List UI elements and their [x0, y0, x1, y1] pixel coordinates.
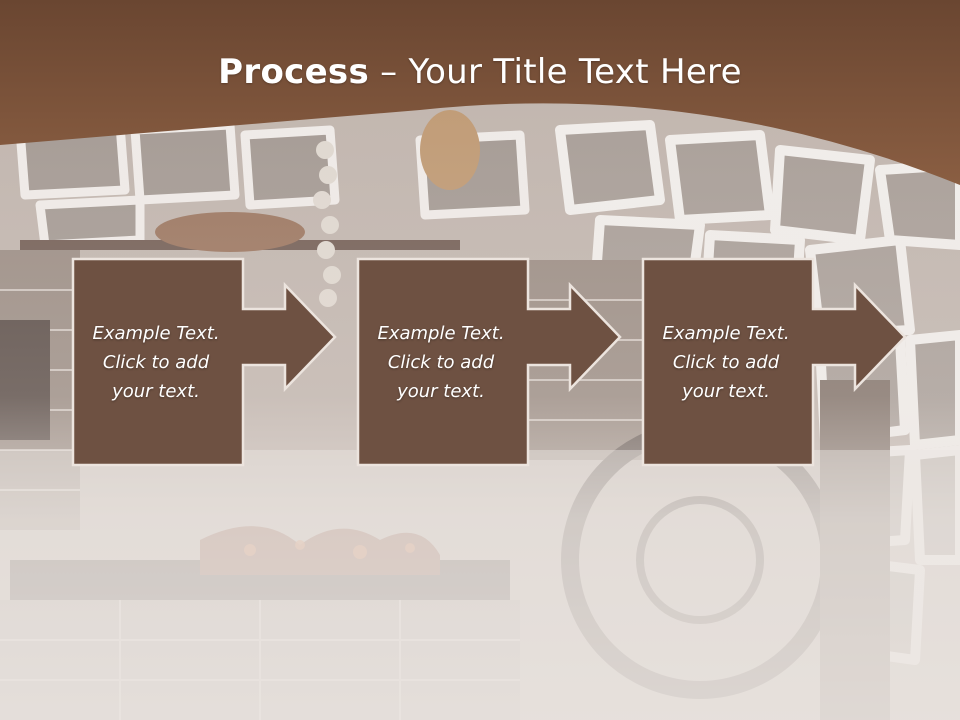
process-arrow-shape [641, 257, 907, 467]
process-step-1[interactable]: Example Text. Click to add your text. [71, 257, 411, 467]
step-text-box[interactable]: Example Text. Click to add your text. [71, 257, 241, 467]
process-arrow-shape [71, 257, 337, 467]
step-text-box[interactable]: Example Text. Click to add your text. [641, 257, 811, 467]
process-step-3[interactable]: Example Text. Click to add your text. [641, 257, 960, 467]
title-rest: – Your Title Text Here [369, 52, 742, 92]
slide-title[interactable]: Process – Your Title Text Here [0, 52, 960, 92]
process-arrow-shape [356, 257, 622, 467]
step-text-box[interactable]: Example Text. Click to add your text. [356, 257, 526, 467]
step-text: Example Text. Click to add your text. [662, 322, 790, 402]
step-text: Example Text. Click to add your text. [92, 322, 220, 402]
title-bold: Process [218, 52, 370, 92]
step-text: Example Text. Click to add your text. [377, 322, 505, 402]
process-step-2[interactable]: Example Text. Click to add your text. [356, 257, 696, 467]
